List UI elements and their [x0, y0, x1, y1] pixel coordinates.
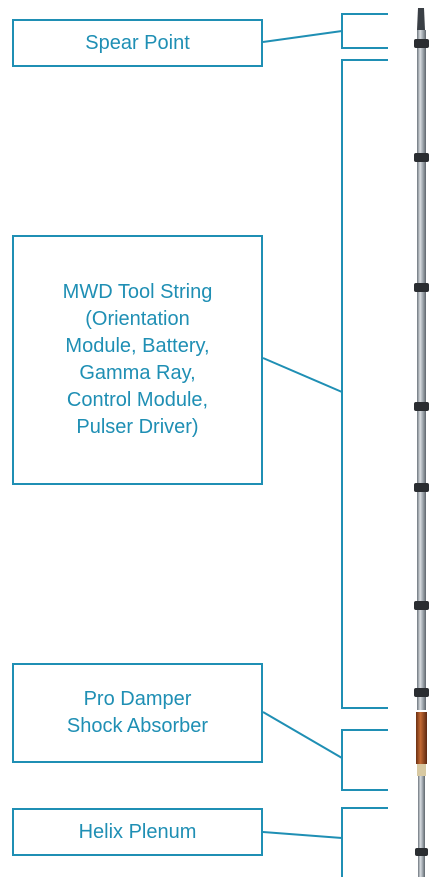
- spear-point-bracket: [341, 13, 388, 49]
- mwd-bracket: [341, 59, 388, 709]
- tool-joint: [414, 39, 429, 48]
- helix-leader: [262, 831, 343, 839]
- helix-plenum-label: Helix Plenum: [12, 808, 263, 856]
- damper-bracket: [341, 729, 388, 791]
- tool-string-graphic: [414, 8, 429, 877]
- tool-joint: [414, 688, 429, 697]
- tool-joint: [414, 483, 429, 492]
- tool-joints: [414, 39, 429, 856]
- helix-section: [418, 776, 425, 877]
- tool-joint: [415, 848, 428, 856]
- spear-tip: [417, 8, 425, 30]
- tool-body: [417, 30, 426, 710]
- damper-section: [416, 712, 427, 764]
- callouts: [262, 13, 388, 877]
- tool-joint: [414, 153, 429, 162]
- pro-damper-label: Pro Damper Shock Absorber: [12, 663, 263, 763]
- damper-leader: [262, 711, 343, 759]
- mwd-tool-string-label: MWD Tool String (Orientation Module, Bat…: [12, 235, 263, 485]
- spear-point-label: Spear Point: [12, 19, 263, 67]
- helix-bracket: [341, 807, 388, 877]
- tool-joint: [414, 402, 429, 411]
- tool-joint: [414, 283, 429, 292]
- spear-point-leader: [262, 30, 343, 43]
- tool-joint: [414, 601, 429, 610]
- damper-collar: [417, 764, 426, 776]
- mwd-leader: [262, 357, 343, 393]
